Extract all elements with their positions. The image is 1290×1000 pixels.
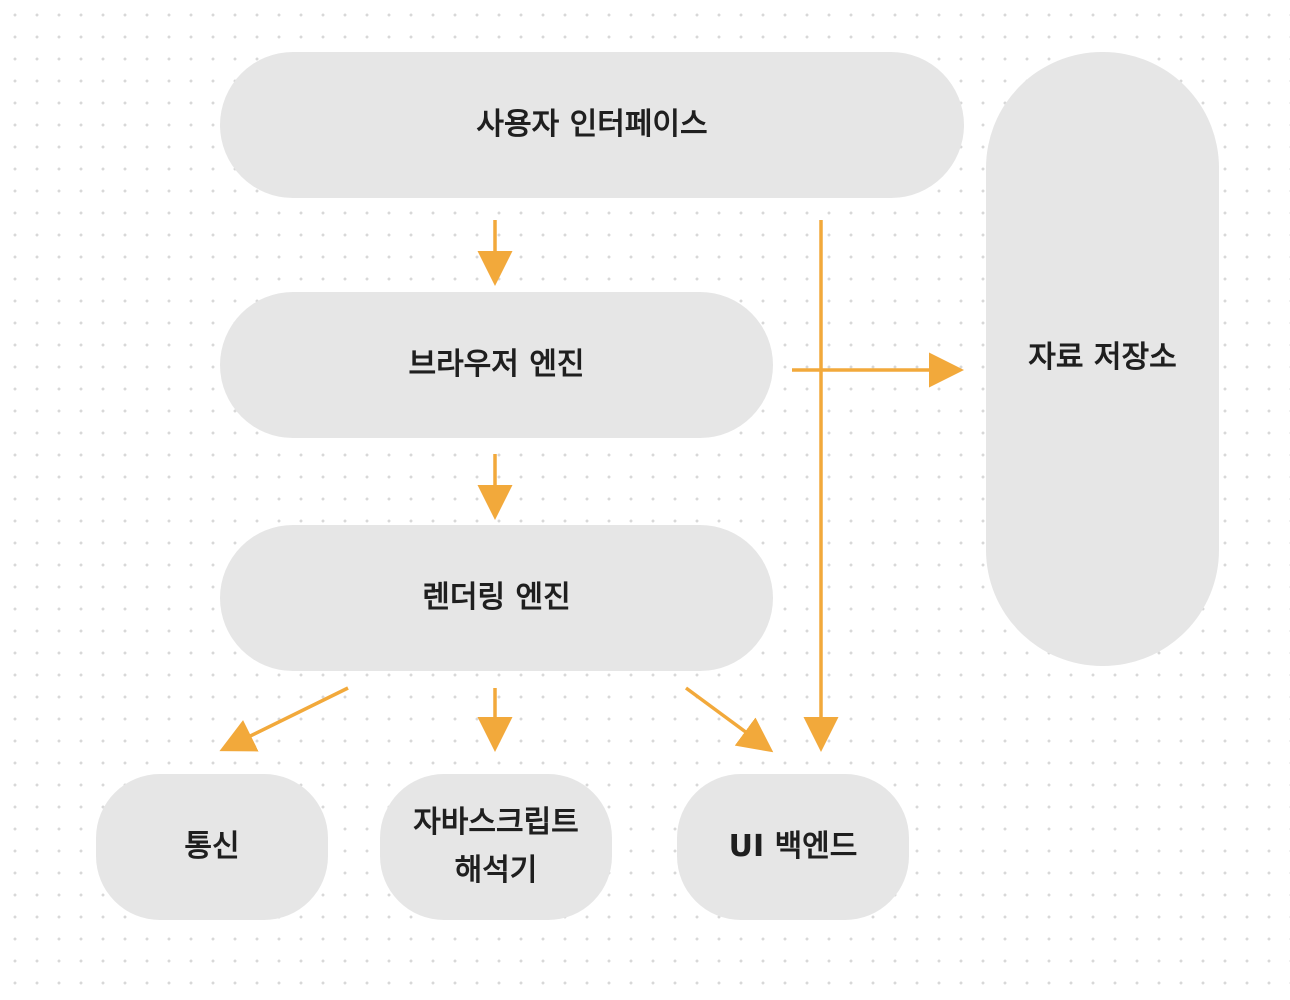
networking-node: 통신 [96, 774, 328, 920]
user-interface-node: 사용자 인터페이스 [220, 52, 964, 198]
arrow-rendering-engine-to-ui-backend [684, 686, 774, 753]
js-interpreter-node: 자바스크립트 해석기 [380, 774, 612, 920]
ui-backend-node: UI 백엔드 [677, 774, 909, 920]
browser-engine-label: 브라우저 엔진 [408, 347, 585, 382]
arrow-rendering-engine-to-networking [219, 686, 349, 752]
browser-engine-node: 브라우저 엔진 [220, 292, 773, 438]
rendering-engine-label: 렌더링 엔진 [422, 580, 571, 615]
js-interpreter-label-line2: 해석기 [454, 853, 538, 888]
networking-label: 통신 [184, 829, 240, 864]
js-interpreter-label-line1: 자바스크립트 [413, 805, 579, 840]
data-storage-label: 자료 저장소 [1028, 340, 1177, 375]
rendering-engine-node: 렌더링 엔진 [220, 525, 773, 671]
ui-backend-label: UI 백엔드 [728, 829, 858, 864]
data-storage-node: 자료 저장소 [986, 52, 1219, 666]
user-interface-label: 사용자 인터페이스 [476, 107, 708, 142]
